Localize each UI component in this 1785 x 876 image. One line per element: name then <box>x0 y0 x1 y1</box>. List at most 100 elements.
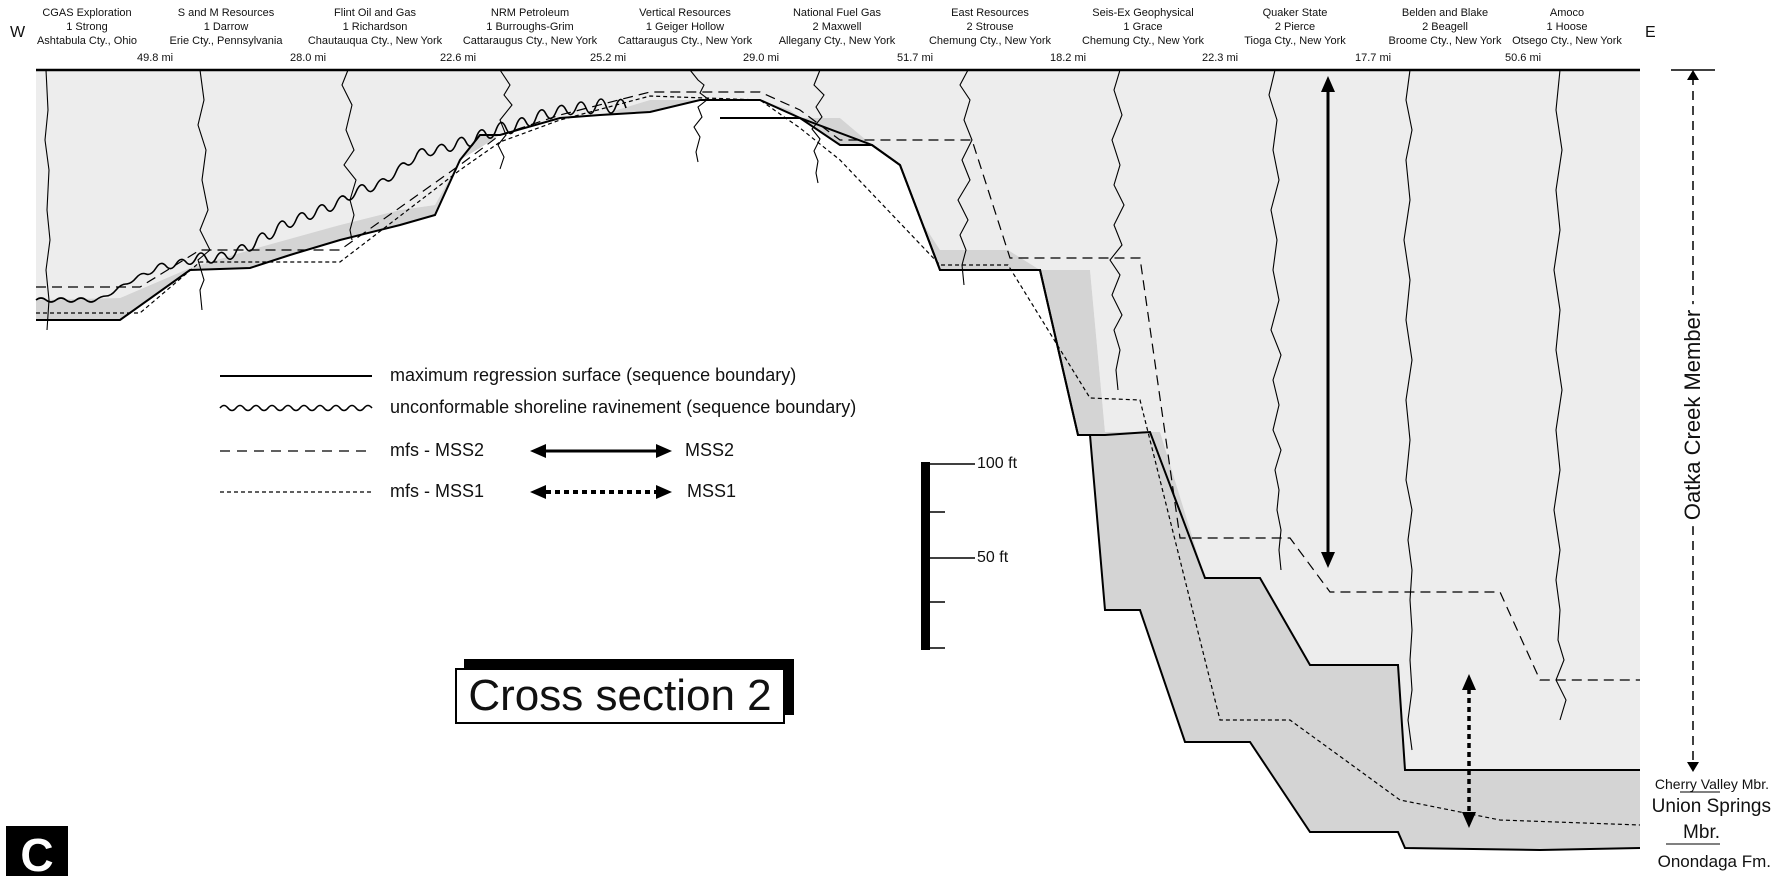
well-name: 1 Hoose <box>1546 21 1588 33</box>
well-operator: Vertical Resources <box>639 7 731 19</box>
mss1-arrow-head-top <box>1462 674 1476 690</box>
scale-bar <box>921 462 930 650</box>
distance-label: 49.8 mi <box>137 52 174 64</box>
east-label: E <box>1645 24 1656 41</box>
distance-label: 22.6 mi <box>440 52 477 64</box>
well-log-3 <box>341 69 357 241</box>
union-springs-label: Union Springs <box>1651 796 1771 817</box>
mfs-mss2-line <box>36 91 1640 681</box>
well-location: Broome Cty., New York <box>1388 35 1502 47</box>
well-location: Otsego Cty., New York <box>1512 35 1622 47</box>
well-header-9: Quaker State 2 Pierce Tioga Cty., New Yo… <box>1220 6 1370 48</box>
well-header-10: Belden and Blake 2 Beagell Broome Cty., … <box>1370 6 1520 48</box>
well-operator: CGAS Exploration <box>42 7 132 19</box>
well-name: 1 Strong <box>66 21 108 33</box>
mss2-arrow-head-bottom <box>1321 552 1335 568</box>
legend-mss1-arrow-left <box>530 485 546 499</box>
well-name: 1 Geiger Hollow <box>645 21 725 33</box>
well-logs <box>44 69 1567 751</box>
well-operator: Belden and Blake <box>1401 7 1489 19</box>
well-operator: Seis-Ex Geophysical <box>1092 7 1194 19</box>
max-regression-east-line <box>1008 269 1640 771</box>
well-log-4 <box>497 69 513 170</box>
legend-mss1-arrow-label: MSS1 <box>687 481 737 501</box>
well-log-11 <box>1553 69 1567 721</box>
well-location: Ashtabula Cty., Ohio <box>36 35 138 47</box>
well-location: Allegany Cty., New York <box>778 35 896 47</box>
max-regression-upper-line <box>720 117 1040 271</box>
scale-label-100: 100 ft <box>977 455 1018 472</box>
legend-mss1-arrow-right <box>656 485 672 499</box>
well-log-1 <box>44 69 51 331</box>
oatka-arrow-bottom <box>1687 762 1699 772</box>
well-header-11: Amoco 1 Hoose Otsego Cty., New York <box>1492 6 1642 48</box>
distance-label: 51.7 mi <box>897 52 934 64</box>
cross-section-title: Cross section 2 <box>455 668 785 724</box>
legend-wavy-symbol <box>219 404 373 412</box>
well-header-8: Seis-Ex Geophysical 1 Grace Chemung Cty.… <box>1068 6 1218 48</box>
well-location: Cattaraugus Cty., New York <box>462 35 598 47</box>
legend-max-regression-label: maximum regression surface (sequence bou… <box>390 365 797 385</box>
distance-label: 50.6 mi <box>1505 52 1542 64</box>
well-name: 1 Grace <box>1123 21 1163 33</box>
panel-letter-c: C <box>6 826 68 876</box>
legend-mfs-mss2-label: mfs - MSS2 <box>390 440 485 460</box>
well-operator: Flint Oil and Gas <box>334 7 416 19</box>
oatka-arrow-top <box>1687 70 1699 80</box>
well-operator: East Resources <box>951 7 1029 19</box>
well-header-2: S and M Resources 1 Darrow Erie Cty., Pe… <box>151 6 301 48</box>
well-operator: NRM Petroleum <box>490 7 570 19</box>
well-header-1: CGAS Exploration 1 Strong Ashtabula Cty.… <box>12 6 162 48</box>
distance-label: 18.2 mi <box>1050 52 1087 64</box>
well-name: 1 Richardson <box>342 21 408 33</box>
distance-label: 25.2 mi <box>590 52 627 64</box>
scale-label-50: 50 ft <box>977 549 1009 566</box>
well-name: 1 Burroughs-Grim <box>486 21 574 33</box>
distance-label: 17.7 mi <box>1355 52 1392 64</box>
distance-label: 28.0 mi <box>290 52 327 64</box>
legend-mss2-arrow-left <box>530 444 546 458</box>
mfs-mss1-line <box>36 95 1641 826</box>
well-header-4: NRM Petroleum 1 Burroughs-Grim Cattaraug… <box>455 6 605 48</box>
upper-shale-fill <box>36 70 1640 770</box>
well-log-8 <box>1109 69 1125 391</box>
lower-band-fill <box>36 100 1640 850</box>
onondaga-label: Onondaga Fm. <box>1657 852 1771 871</box>
well-location: Tioga Cty., New York <box>1244 35 1346 47</box>
well-operator: Quaker State <box>1262 7 1328 19</box>
legend-ravinement-label: unconformable shoreline ravinement (sequ… <box>390 397 857 417</box>
well-log-9 <box>1268 69 1282 571</box>
mss1-arrow-head-bottom <box>1462 812 1476 828</box>
well-operator: National Fuel Gas <box>792 7 882 19</box>
well-name: 1 Darrow <box>203 21 249 33</box>
well-operator: Amoco <box>1549 7 1585 19</box>
well-log-5 <box>689 69 709 163</box>
west-label: W <box>10 24 26 41</box>
union-springs-mbr-label: Mbr. <box>1683 822 1720 843</box>
well-name: 2 Beagell <box>1422 21 1468 33</box>
well-name: 2 Strouse <box>966 21 1014 33</box>
oatka-creek-member-label: Oatka Creek Member <box>1680 303 1706 527</box>
mss2-arrow-head-top <box>1321 76 1335 92</box>
ravinement-line <box>35 98 627 303</box>
well-log-7 <box>957 69 973 286</box>
well-header-7: East Resources 2 Strouse Chemung Cty., N… <box>915 6 1065 48</box>
well-location: Erie Cty., Pennsylvania <box>169 35 283 47</box>
below-section-fill <box>36 100 1640 876</box>
well-location: Chemung Cty., New York <box>928 35 1052 47</box>
distance-label: 22.3 mi <box>1202 52 1239 64</box>
well-location: Cattaraugus Cty., New York <box>617 35 753 47</box>
well-location: Chautauqua Cty., New York <box>307 35 443 47</box>
legend-mss2-arrow-right <box>656 444 672 458</box>
well-name: 2 Pierce <box>1274 21 1316 33</box>
well-header-3: Flint Oil and Gas 1 Richardson Chautauqu… <box>300 6 450 48</box>
well-log-10 <box>1403 69 1413 751</box>
well-log-6 <box>811 69 825 184</box>
well-header-5: Vertical Resources 1 Geiger Hollow Catta… <box>610 6 760 48</box>
well-name: 2 Maxwell <box>812 21 862 33</box>
well-header-6: National Fuel Gas 2 Maxwell Allegany Cty… <box>762 6 912 48</box>
well-operator: S and M Resources <box>177 7 275 19</box>
well-location: Chemung Cty., New York <box>1081 35 1205 47</box>
well-log-2 <box>197 69 211 311</box>
